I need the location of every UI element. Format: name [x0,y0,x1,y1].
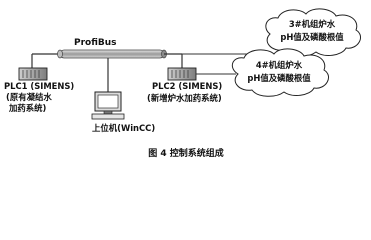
host-computer-icon [91,91,125,120]
plc2-desc: (新增炉水加药系统) [147,93,222,103]
profibus-cable [32,49,182,59]
host-label: 上位机(WinCC) [92,123,155,133]
cloud2-line2: pH值及磷酸根值 [247,73,311,83]
bus-left-end [57,49,63,59]
cloud2-shape [231,48,329,97]
plc2-device [167,67,197,81]
plc1-desc-line2: 加药系统) [8,103,46,113]
bus-cylinder [59,49,165,59]
diagram-canvas: ProfiBus PLC1 (SIMENS) (原有凝结水 加药系统) PLC2… [4,8,361,159]
plc1-desc-line1: (原有凝结水 [6,92,52,102]
cloud1-line1: 3#机组炉水 [289,19,336,29]
figure-caption: 图 4 控制系统组成 [148,147,224,159]
plc2-label: PLC2 (SIMENS) [152,81,222,91]
cloud2-line1: 4#机组炉水 [256,60,303,70]
plc1-label: PLC1 (SIMENS) [4,81,74,91]
control-system-diagram: ProfiBus PLC1 (SIMENS) (原有凝结水 加药系统) PLC2… [4,8,361,159]
cloud1-line2: pH值及磷酸根值 [280,32,344,42]
profibus-label: ProfiBus [74,38,117,48]
plc1-device [18,67,48,81]
